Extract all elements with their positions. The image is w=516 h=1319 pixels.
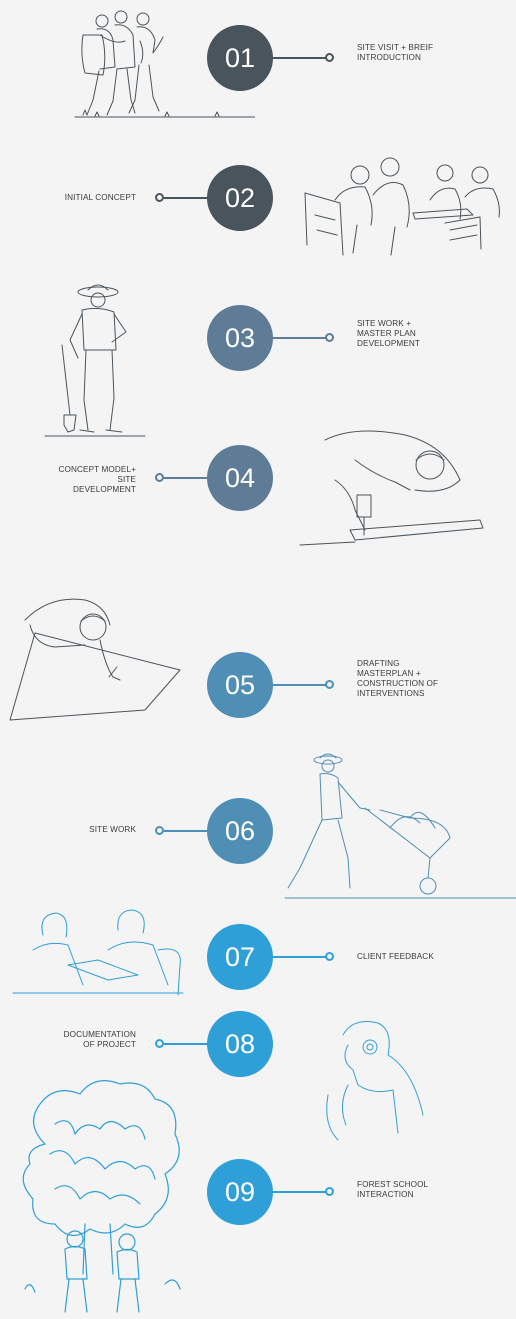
connector-dot xyxy=(155,826,164,835)
step-05: 05 DRAFTING MASTERPLAN + CONSTRUCTION OF… xyxy=(0,560,516,700)
step-number-badge: 08 xyxy=(207,1011,273,1077)
step-number-badge: 01 xyxy=(207,25,273,91)
step-label: CONCEPT MODEL+ SITE DEVELOPMENT xyxy=(6,465,136,495)
connector-line xyxy=(164,830,208,832)
worker-drilling-illustration xyxy=(295,420,485,555)
step-03: 03 SITE WORK + MASTER PLAN DEVELOPMENT xyxy=(0,280,516,420)
step-number-badge: 04 xyxy=(207,445,273,511)
step-number-badge: 07 xyxy=(207,924,273,990)
step-06: 06 SITE WORK xyxy=(0,700,516,840)
connector-dot xyxy=(325,680,334,689)
two-people-reviewing-illustration xyxy=(8,905,188,1000)
step-09: 09 FOREST SCHOOL INTERACTION xyxy=(0,1150,516,1290)
connector-dot xyxy=(155,1039,164,1048)
connector-line xyxy=(272,1191,327,1193)
connector-dot xyxy=(155,473,164,482)
step-number-badge: 06 xyxy=(207,798,273,864)
step-number-badge: 09 xyxy=(207,1159,273,1225)
person-with-wheelbarrow-illustration xyxy=(280,748,516,913)
step-label: SITE WORK + MASTER PLAN DEVELOPMENT xyxy=(357,319,507,349)
connector-line xyxy=(272,684,327,686)
connector-dot xyxy=(155,193,164,202)
connector-line xyxy=(164,197,208,199)
group-meeting-at-table-illustration xyxy=(295,145,510,260)
connector-line xyxy=(272,337,327,339)
step-label: SITE WORK xyxy=(6,825,136,835)
connector-line xyxy=(272,57,327,59)
connector-dot xyxy=(325,1187,334,1196)
step-01: 01 SITE VISIT + BREIF INTRODUCTION xyxy=(0,0,516,140)
step-label: DOCUMENTATION OF PROJECT xyxy=(6,1030,136,1050)
step-number-badge: 02 xyxy=(207,165,273,231)
connector-dot xyxy=(325,333,334,342)
connector-dot xyxy=(325,53,334,62)
photographer-illustration xyxy=(318,1015,433,1145)
step-label: SITE VISIT + BREIF INTRODUCTION xyxy=(357,43,507,63)
connector-line xyxy=(164,477,208,479)
step-number-badge: 03 xyxy=(207,305,273,371)
step-label: CLIENT FEEDBACK xyxy=(357,952,507,962)
step-04: 04 CONCEPT MODEL+ SITE DEVELOPMENT xyxy=(0,420,516,560)
connector-dot xyxy=(325,952,334,961)
connector-line xyxy=(164,1043,208,1045)
children-under-tree-illustration xyxy=(15,1074,190,1319)
step-label: INITIAL CONCEPT xyxy=(6,193,136,203)
connector-line xyxy=(272,956,327,958)
step-02: 02 INITIAL CONCEPT xyxy=(0,140,516,280)
step-label: FOREST SCHOOL INTERACTION xyxy=(357,1180,507,1200)
step-label: DRAFTING MASTERPLAN + CONSTRUCTION OF IN… xyxy=(357,659,507,699)
